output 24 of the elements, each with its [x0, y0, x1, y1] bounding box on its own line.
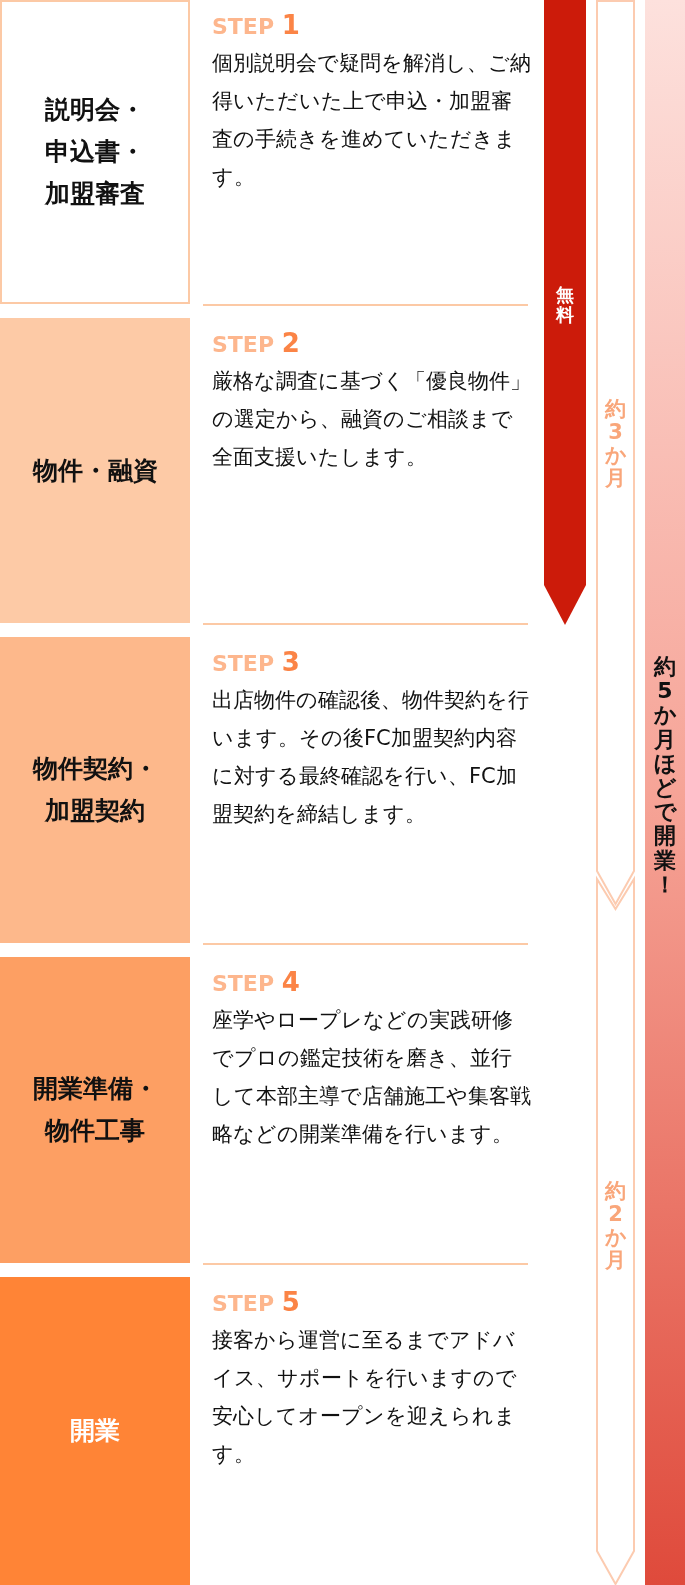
- step-number: STEP 4: [212, 969, 300, 997]
- vertical-label: 無料: [556, 285, 574, 325]
- step-number: STEP 5: [212, 1289, 300, 1317]
- vertical-label: 約3か月: [605, 398, 626, 491]
- step-box: [0, 957, 190, 1263]
- step-title: 物件契約・加盟契約: [31, 753, 159, 827]
- step-description: 厳格な調査に基づく「優良物件」の選定から、融資のご相談まで全面支援いたします。: [212, 368, 532, 471]
- step-description: 接客から運営に至るまでアドバイス、サポートを行いますので安心してオープンを迎えられます。: [212, 1327, 518, 1468]
- vertical-label: 約5か月ほどで開業！: [654, 655, 676, 897]
- step-number: STEP 1: [212, 12, 300, 40]
- step-title: 開業: [69, 1415, 121, 1447]
- step-box: [0, 0, 190, 304]
- step-description: 出店物件の確認後、物件契約を行います。その後FC加盟契約内容に対する最終確認を行い、FC加盟契約を締結します。: [212, 687, 530, 828]
- step-description: 座学やロープレなどの実践研修でプロの鑑定技術を磨き、並行して本部主導で店舗施工や集客戦略などの開業準備を行います。: [212, 1007, 532, 1148]
- step-title: 開業準備・物件工事: [31, 1073, 159, 1147]
- step-description: 個別説明会で疑問を解消し、ご納得いただいた上で申込・加盟審査の手続きを進めていただきます。: [212, 50, 532, 191]
- vertical-label: 約2か月: [605, 1180, 626, 1273]
- step-number: STEP 3: [212, 649, 300, 677]
- step-box: [0, 1277, 190, 1585]
- step-title: 説明会・申込書・加盟審査: [43, 94, 146, 210]
- step-box: [0, 318, 190, 623]
- step-number: STEP 2: [212, 330, 300, 358]
- step-box: [0, 637, 190, 943]
- step-title: 物件・融資: [31, 454, 159, 487]
